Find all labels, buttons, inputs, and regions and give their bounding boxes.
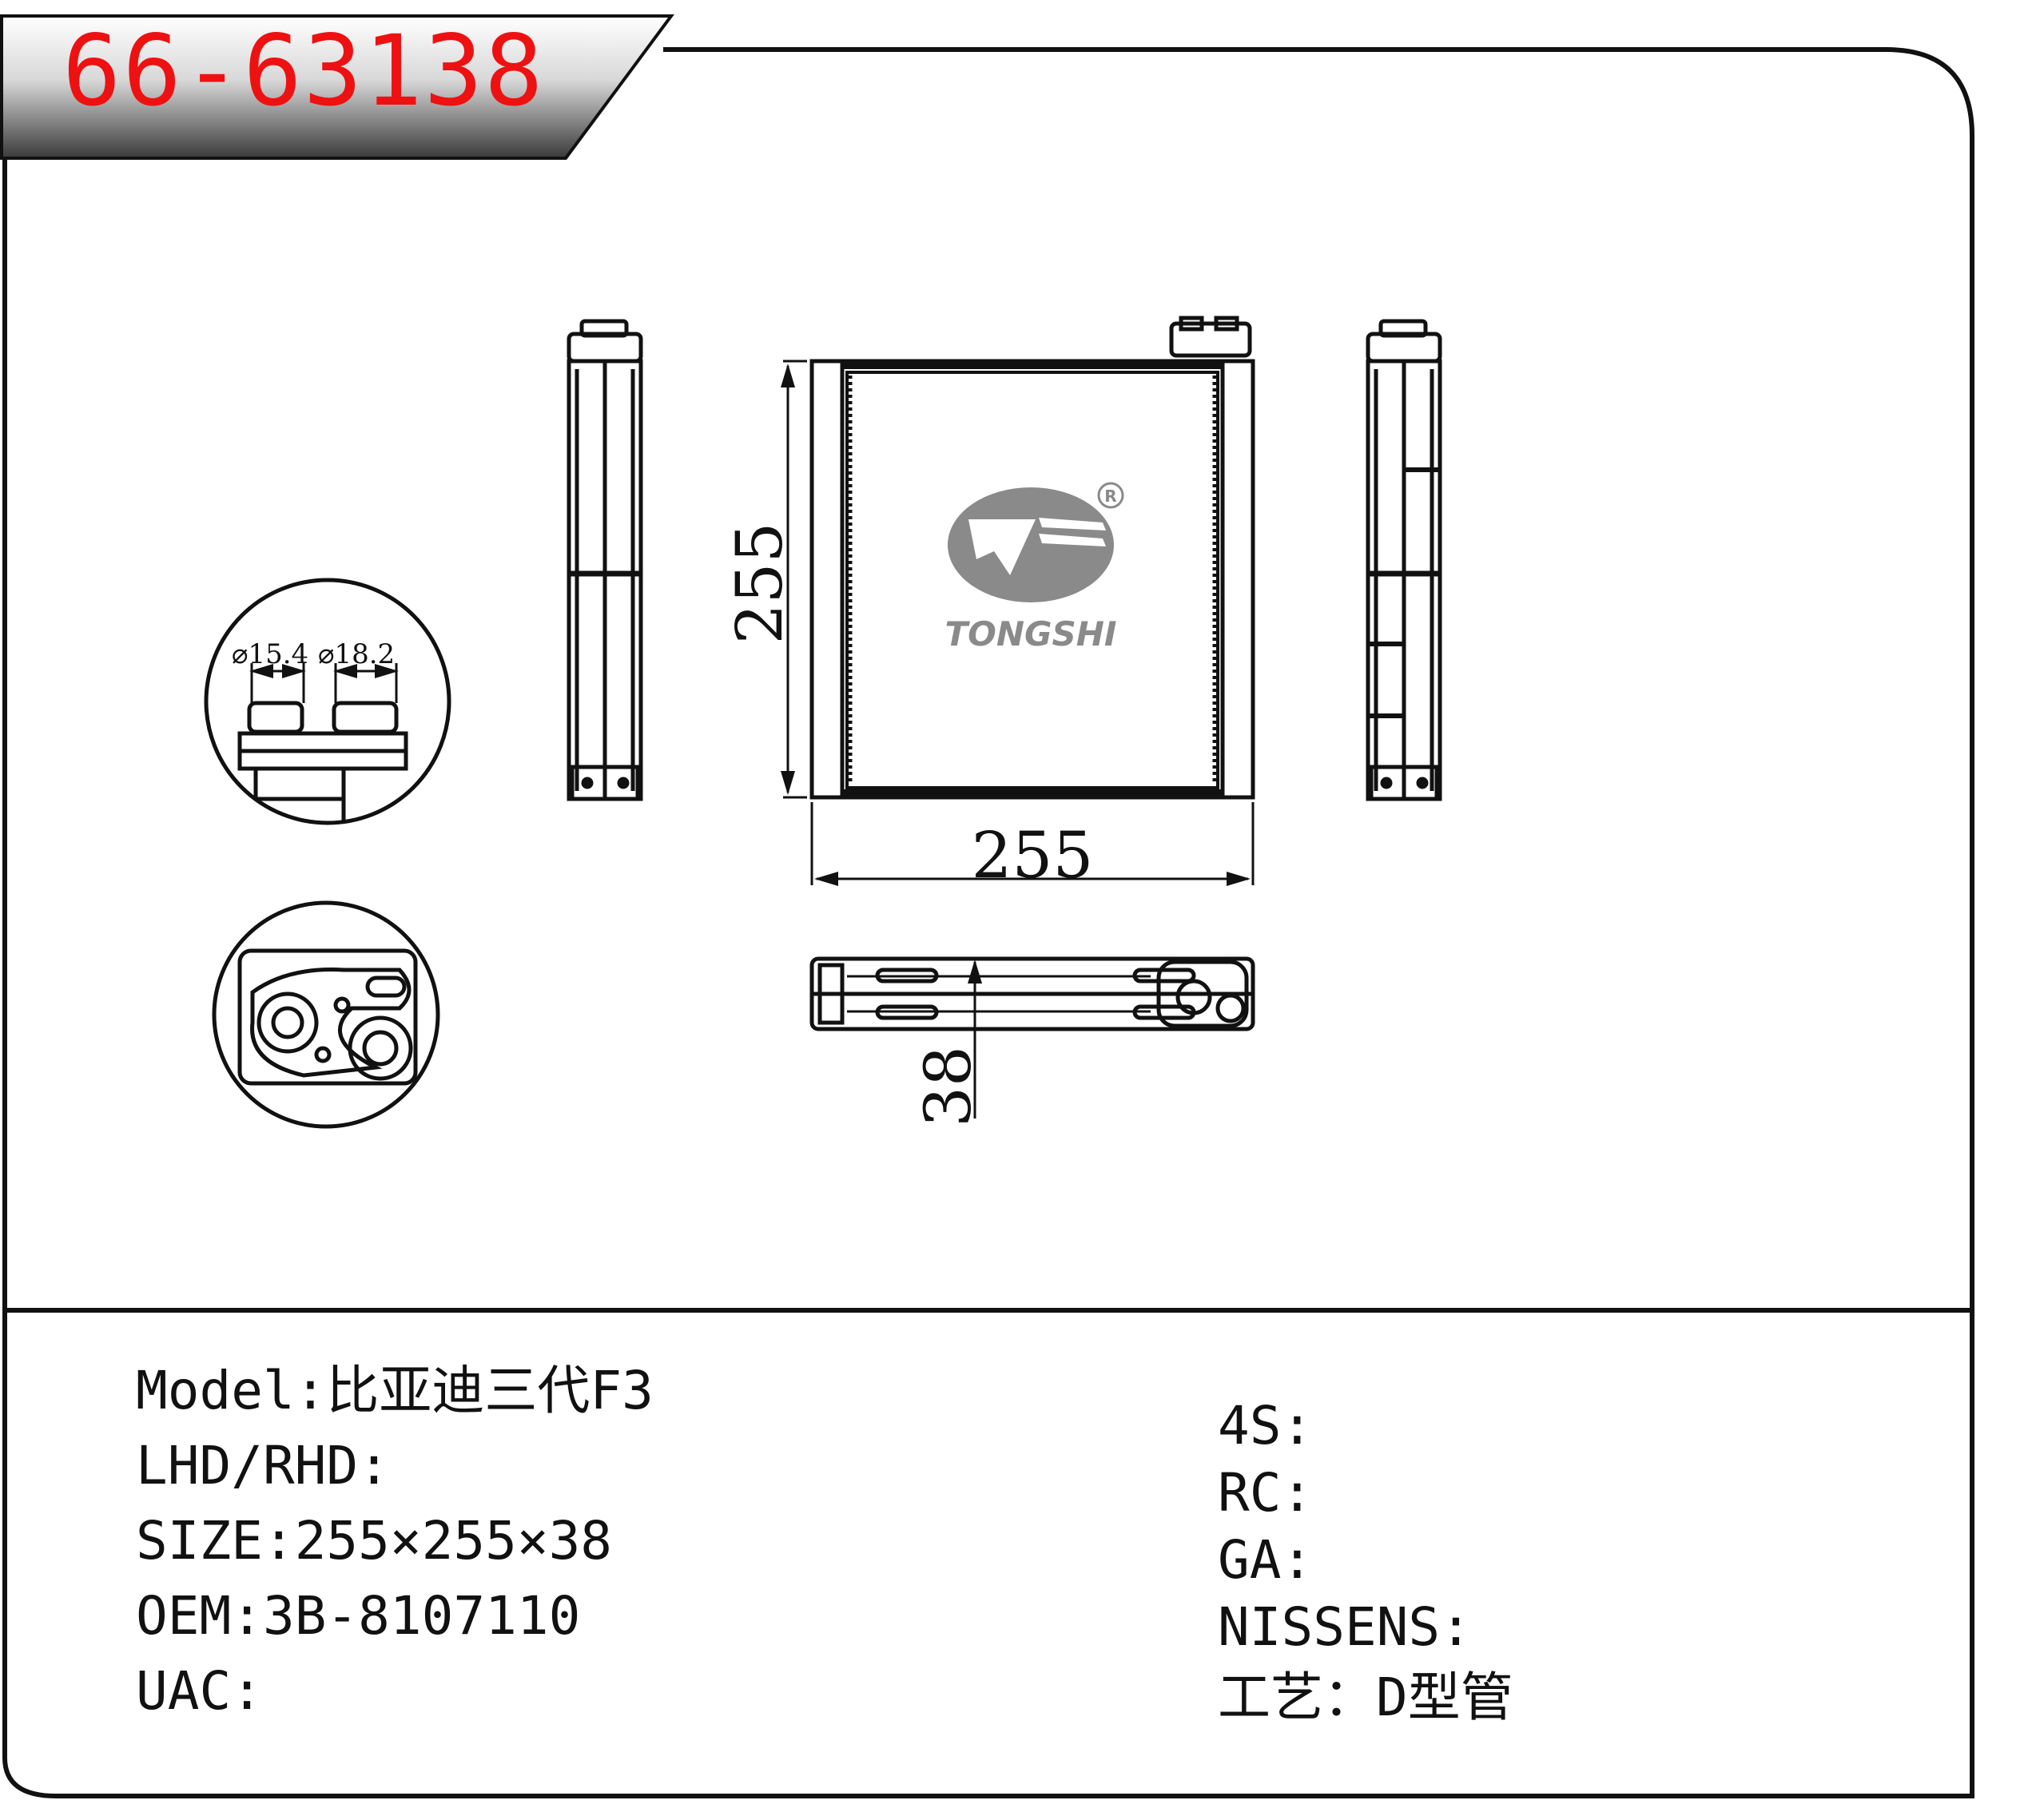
spec-nissens: NISSENS: (1218, 1601, 1472, 1654)
header-banner (0, 14, 674, 160)
spec-value: 3B-8107110 (262, 1585, 581, 1647)
spec-label: 4S: (1218, 1395, 1314, 1456)
spec-lhd-rhd: LHD/RHD: (136, 1440, 390, 1492)
top-view (809, 956, 1255, 1031)
spec-label: SIZE: (136, 1510, 295, 1572)
dimension-lines (781, 360, 1255, 1119)
spec-label: Model: (136, 1360, 327, 1421)
spec-process: 工艺：D型管 (1218, 1671, 1513, 1724)
front-view (809, 316, 1255, 800)
spec-value: 比亚迪三代F3 (326, 1360, 654, 1421)
depth-dimension-label: 38 (911, 1046, 985, 1127)
detail-flange-face (212, 900, 440, 1129)
outlet-diameter-label: ⌀18.2 (318, 638, 395, 670)
sheet-frame (2, 47, 1974, 1798)
width-dimension-label: 255 (972, 818, 1094, 892)
spec-label: UAC: (136, 1660, 263, 1722)
detail-diameter-dims (249, 663, 399, 703)
spec-label: GA: (1218, 1529, 1314, 1591)
registered-icon (1097, 482, 1124, 509)
spec-label: OEM: (136, 1585, 263, 1647)
spec-label: NISSENS: (1218, 1596, 1472, 1658)
side-view-left (567, 319, 643, 801)
spec-oem: OEM:3B-8107110 (136, 1590, 580, 1643)
spec-label: 工艺： (1218, 1667, 1376, 1728)
registered-mark-text: R (1104, 487, 1116, 506)
logo-brand-text: TONGSHI (944, 614, 1116, 654)
spec-label: LHD/RHD: (136, 1435, 390, 1496)
spec-value: 255×255×38 (294, 1510, 613, 1572)
spec-value: D型管 (1376, 1667, 1513, 1728)
inlet-diameter-label: ⌀15.4 (232, 638, 308, 670)
spec-size: SIZE:255×255×38 (136, 1515, 612, 1568)
part-number: 66-63138 (62, 14, 545, 128)
detail-fittings-side (204, 578, 451, 825)
spec-model: Model:比亚迪三代F3 (136, 1365, 654, 1417)
spec-rc: RC: (1218, 1467, 1313, 1520)
height-dimension-label: 255 (722, 523, 797, 645)
spec-ga: GA: (1218, 1534, 1313, 1587)
spec-4s: 4S: (1218, 1400, 1313, 1452)
spec-uac: UAC: (136, 1665, 263, 1718)
tongshi-logo (948, 482, 1124, 602)
side-view-right (1366, 319, 1442, 801)
spec-label: RC: (1218, 1462, 1314, 1524)
